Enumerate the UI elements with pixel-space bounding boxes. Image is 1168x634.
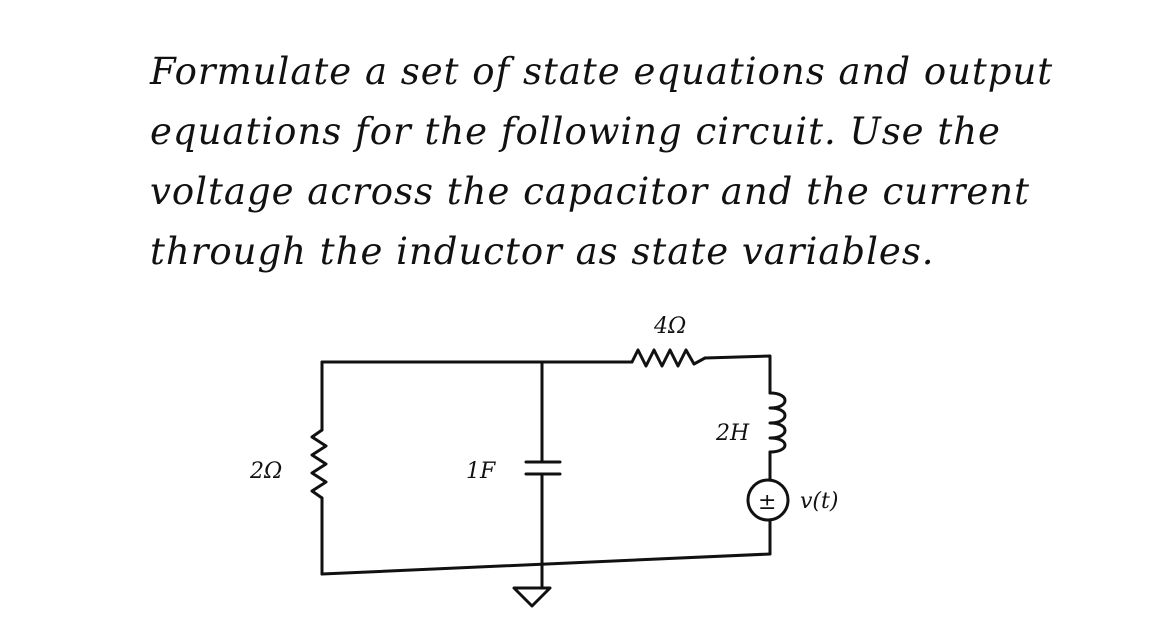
resistor-2ohm-label: 2Ω <box>249 459 282 484</box>
voltage-source-polarity: ± <box>758 490 776 515</box>
ground-symbol <box>512 586 552 608</box>
resistor-4ohm-label: 4Ω <box>653 314 686 339</box>
inductor-label: 2H <box>715 421 750 446</box>
problem-line-1: Formulate a set of state equations and o… <box>150 50 1054 93</box>
inductor-2h <box>768 391 787 454</box>
problem-line-4: through the inductor as state variables. <box>150 230 935 273</box>
problem-line-2: equations for the following circuit. Use… <box>150 110 1001 153</box>
wire-bottom <box>320 552 772 576</box>
voltage-source-label: v(t) <box>800 489 838 514</box>
problem-statement: Formulate a set of state equations and o… <box>150 42 1110 282</box>
problem-line-3: voltage across the capacitor and the cur… <box>150 170 1031 213</box>
resistor-4ohm <box>630 348 707 368</box>
voltage-source <box>746 478 790 522</box>
resistor-2ohm <box>310 428 328 500</box>
capacitor-label: 1F <box>466 459 496 484</box>
wire-top-right <box>703 354 772 395</box>
